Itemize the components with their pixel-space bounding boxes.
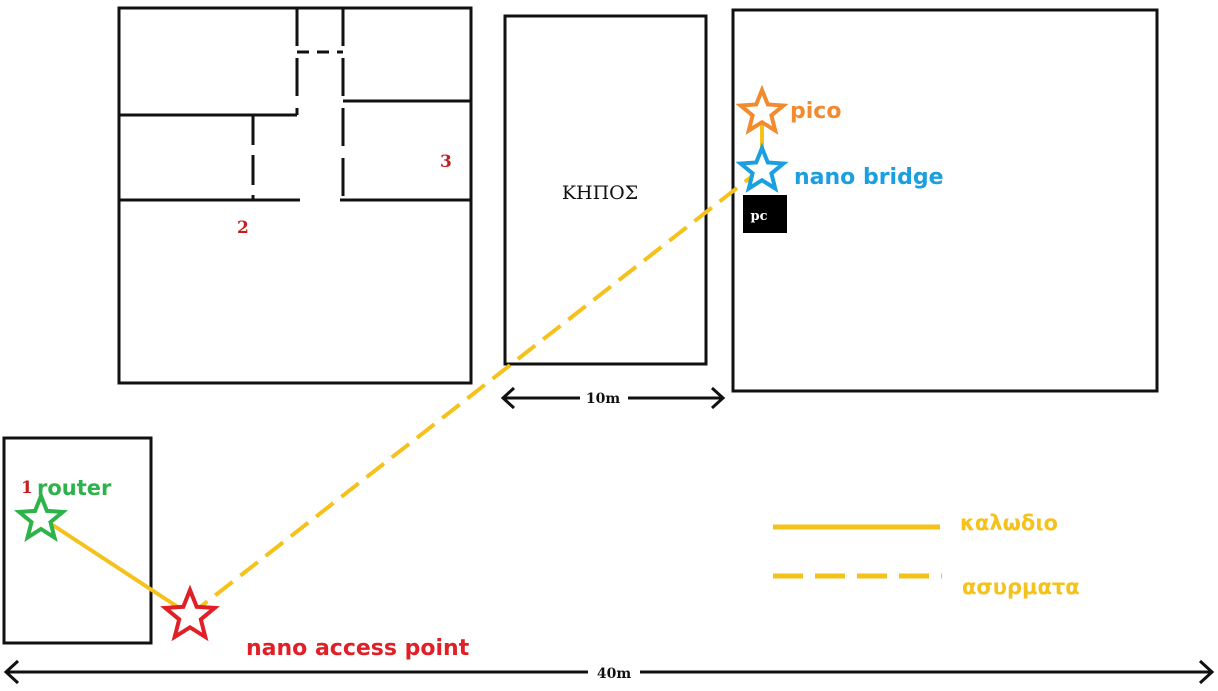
room-number-2: 2 bbox=[237, 218, 249, 238]
building-left-outline bbox=[117, 6, 473, 385]
bridge-star-icon bbox=[735, 142, 789, 193]
pc-box bbox=[743, 195, 787, 233]
pico-star-icon bbox=[735, 84, 789, 135]
arrowhead-right bbox=[710, 386, 726, 410]
dimension-total-label: 40m bbox=[597, 666, 631, 682]
cable-router-to-access-point bbox=[43, 518, 192, 617]
arrowhead-left bbox=[500, 386, 516, 410]
legend-wireless-label: ασυρματα bbox=[962, 575, 1080, 599]
garden-outline bbox=[503, 14, 708, 366]
legend-cable-label: καλωδιο bbox=[960, 511, 1058, 535]
building-right-outline bbox=[731, 8, 1159, 393]
router-label: router bbox=[37, 476, 112, 500]
room-number-1: 1 bbox=[21, 478, 33, 498]
room-number-3: 3 bbox=[440, 152, 452, 172]
nano-bridge-label: nano bridge bbox=[794, 165, 944, 190]
router-star-icon bbox=[13, 490, 69, 543]
dimension-total bbox=[3, 659, 1215, 685]
legend: καλωδιο ασυρματα bbox=[773, 511, 1080, 599]
garden-label: ΚΗΠΟΣ bbox=[562, 182, 638, 204]
arrowhead-right bbox=[1198, 659, 1215, 685]
nano-access-point-label: nano access point bbox=[246, 636, 470, 661]
arrowhead-left bbox=[3, 659, 20, 685]
pc-label: pc bbox=[750, 209, 767, 224]
wireless-link bbox=[188, 168, 762, 617]
building-left bbox=[117, 6, 473, 385]
dimension-garden bbox=[500, 386, 726, 410]
dimension-garden-label: 10m bbox=[586, 391, 620, 407]
building-router-outline bbox=[2, 436, 153, 645]
access-point-star-icon bbox=[160, 584, 220, 642]
pico-label: pico bbox=[790, 99, 841, 124]
